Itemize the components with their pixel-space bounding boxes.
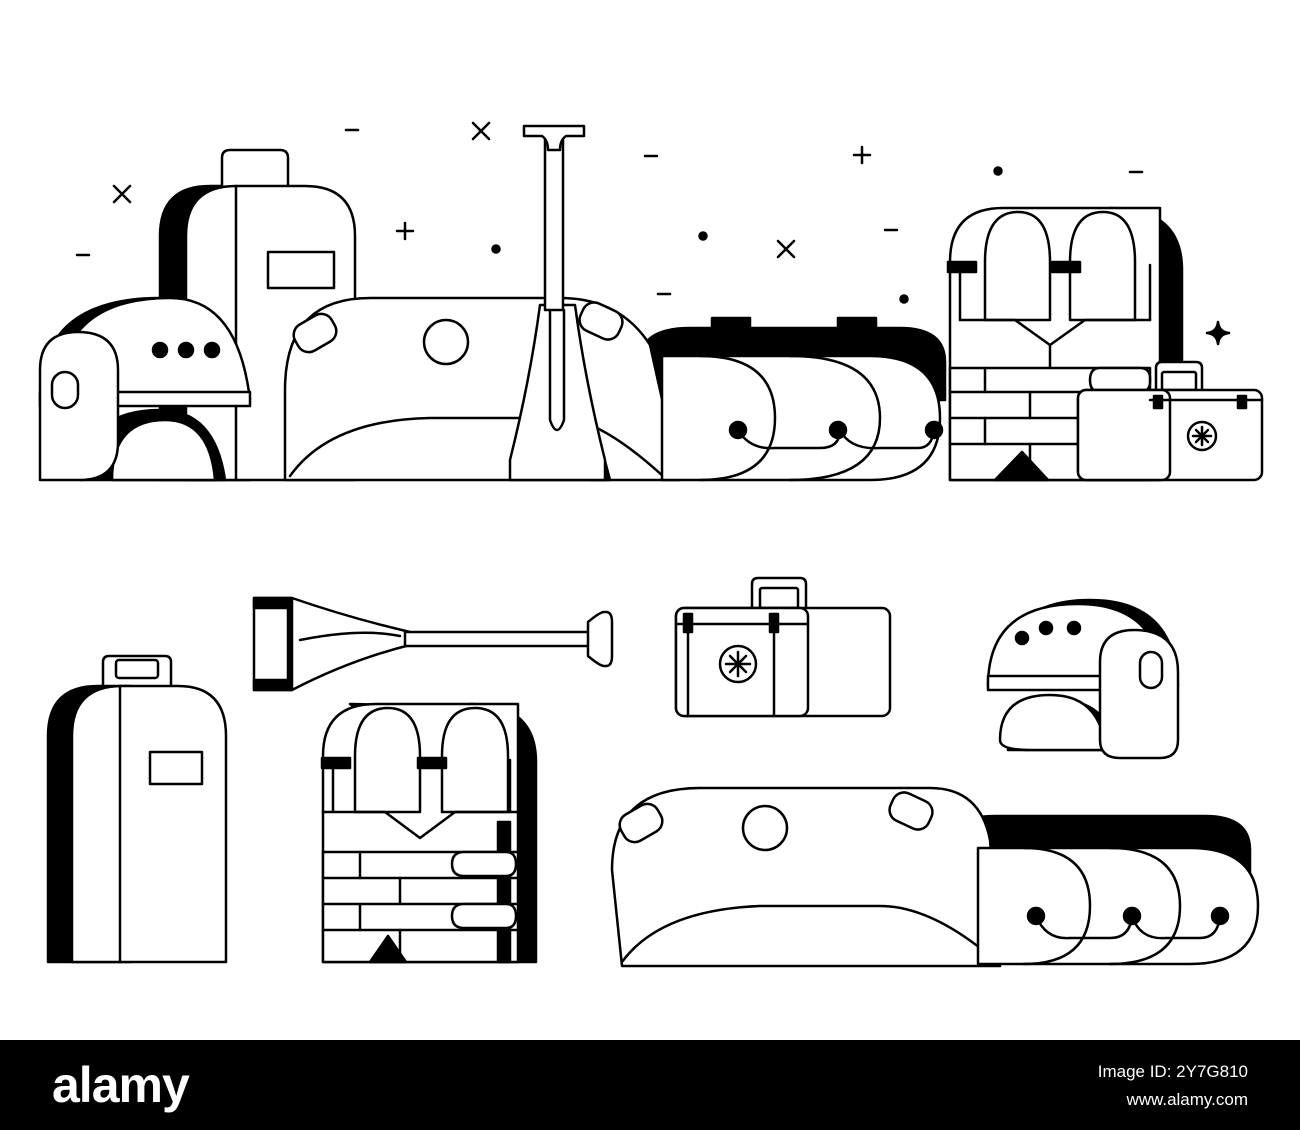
first-aid-kit-icon — [674, 576, 892, 718]
life-vest-icon — [320, 702, 538, 964]
watermark-meta: Image ID: 2Y7G810 www.alamy.com — [1098, 1058, 1248, 1114]
sparkle-x-icon — [776, 239, 796, 259]
first-aid-kit-icon — [1076, 360, 1264, 482]
helmet-icon — [986, 598, 1180, 760]
bottom-row — [46, 576, 1260, 968]
paddle-icon — [508, 124, 612, 482]
inflatable-raft-icon — [283, 296, 947, 482]
watermark-logo: alamy — [52, 1057, 190, 1113]
watermark-bar: alamy Image ID: 2Y7G810 www.alamy.com — [0, 1040, 1300, 1130]
rafting-equipment-illustration — [38, 121, 1264, 968]
sparkle-dot-icon — [491, 244, 501, 254]
sparkle-star-icon — [1205, 320, 1231, 346]
sparkle-plus-icon — [852, 145, 872, 165]
inflatable-raft-icon — [610, 786, 1260, 968]
sparkles — [75, 121, 1231, 346]
paddle-icon — [252, 596, 614, 692]
top-row — [38, 121, 1264, 482]
helmet-icon — [38, 296, 252, 482]
sparkle-dot-icon — [993, 166, 1003, 176]
sparkle-x-icon — [112, 184, 132, 204]
sparkle-dot-icon — [899, 294, 909, 304]
sparkle-x-icon — [471, 121, 491, 141]
watermark-image-id: Image ID: 2Y7G810 — [1097, 1062, 1248, 1081]
sparkle-plus-icon — [395, 221, 415, 241]
sparkle-dot-icon — [698, 231, 708, 241]
watermark-site: www.alamy.com — [1126, 1090, 1248, 1109]
backpack-icon — [46, 654, 228, 964]
